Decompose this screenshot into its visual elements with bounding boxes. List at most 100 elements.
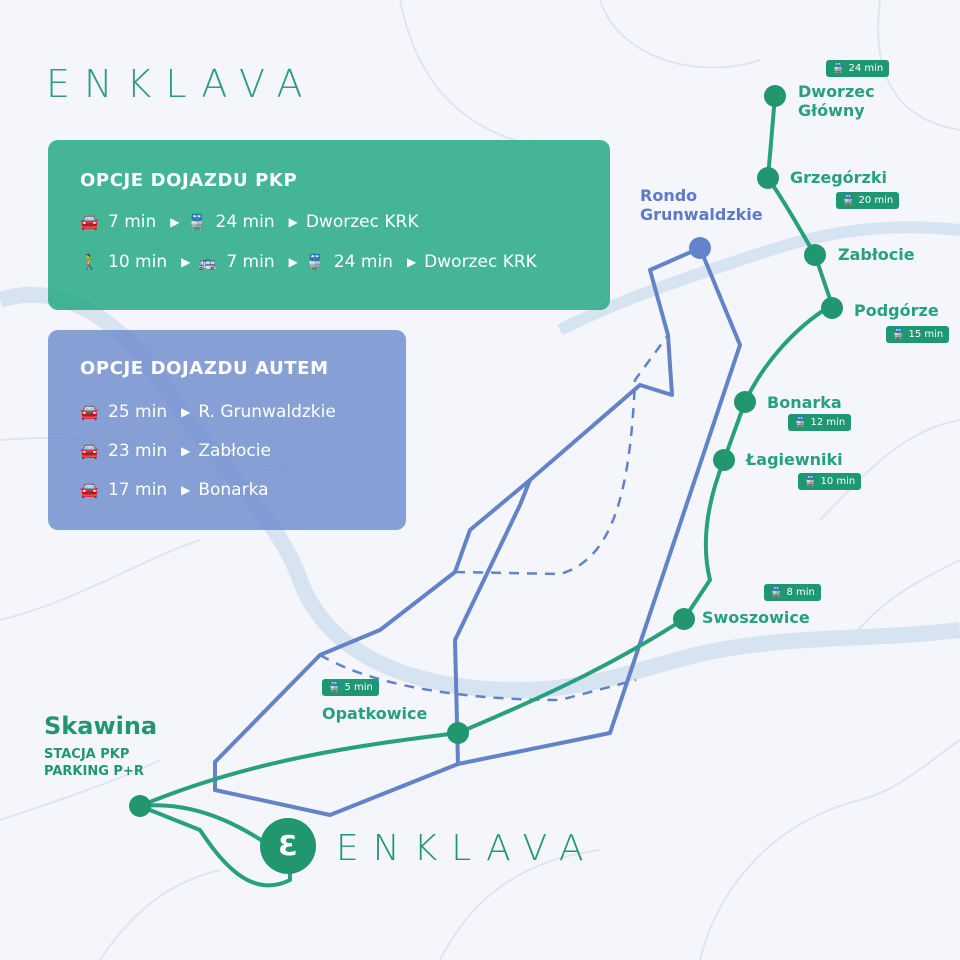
pkp-option-row-1: 🚘 7 min ▶ 🚆 24 min ▶ Dworzec KRK: [80, 212, 418, 232]
car-row1-time: 25 min: [108, 402, 168, 422]
car-panel-title: OPCJE DOJAZDU AUTEM: [80, 358, 329, 379]
station-dot-bonarka[interactable]: [734, 391, 756, 413]
station-label-grzegorzki: Grzegórzki: [790, 168, 887, 187]
rondo-dot[interactable]: [689, 237, 711, 259]
train-icon: 🚆: [892, 329, 905, 340]
car-icon: 🚘: [80, 481, 99, 499]
badge-opatkowice-text: 5 min: [344, 682, 373, 693]
station-label-dworzec: Dworzec Główny: [798, 82, 875, 120]
skawina-label: Skawina STACJA PKP PARKING P+R: [44, 712, 157, 780]
skawina-name: Skawina: [44, 712, 158, 740]
car-option-row-3: 🚘 17 min ▶ Bonarka: [80, 480, 269, 500]
play-arrow-icon: ▶: [181, 483, 191, 497]
rondo-label: Rondo Grunwaldzkie: [640, 186, 763, 224]
station-dot-podgorze[interactable]: [821, 297, 843, 319]
bus-icon: 🚌: [198, 253, 218, 271]
station-dot-opatkowice[interactable]: [447, 722, 469, 744]
car-icon: 🚘: [80, 442, 99, 460]
car-options-panel: OPCJE DOJAZDU AUTEM 🚘 25 min ▶ R. Grunwa…: [48, 330, 406, 530]
pkp-row2-bus-time: 7 min: [226, 252, 275, 272]
train-icon: 🚆: [804, 476, 817, 487]
train-icon: 🚆: [305, 253, 325, 271]
train-icon: 🚆: [187, 213, 207, 231]
play-arrow-icon: ▶: [181, 405, 191, 419]
car-route-loop: [213, 246, 742, 817]
walk-icon: 🚶: [80, 253, 99, 271]
river-north: [557, 221, 960, 336]
house-logo-icon: Ɛ: [260, 818, 316, 874]
badge-lagiewniki: 🚆10 min: [798, 473, 862, 490]
badge-bonarka-text: 12 min: [810, 417, 846, 428]
station-dot-swoszowice[interactable]: [673, 608, 695, 630]
station-label-opatkowice: Opatkowice: [322, 704, 428, 723]
brand-logo: ENKLAVA: [46, 62, 317, 106]
station-dot-skawina[interactable]: [129, 795, 151, 817]
pkp-row1-dest: Dworzec KRK: [305, 212, 419, 232]
skawina-line1: STACJA PKP: [44, 747, 130, 762]
rondo-line2: Grunwaldzkie: [640, 205, 763, 224]
car-row1-dest: R. Grunwaldzkie: [198, 402, 336, 422]
badge-grzegorzki: 🚆20 min: [836, 192, 900, 209]
pkp-row2-dest: Dworzec KRK: [424, 252, 537, 272]
station-dworzec-line2: Główny: [798, 101, 865, 120]
station-dot-dworzec[interactable]: [764, 85, 786, 107]
train-icon: 🚆: [328, 682, 341, 693]
badge-grzegorzki-text: 20 min: [858, 195, 894, 206]
pkp-row2-walk-time: 10 min: [108, 252, 168, 272]
play-arrow-icon: ▶: [181, 444, 191, 458]
pkp-row1-train-time: 24 min: [215, 212, 275, 232]
car-option-row-2: 🚘 23 min ▶ Zabłocie: [80, 441, 271, 461]
station-dworzec-line1: Dworzec: [798, 82, 875, 101]
badge-podgorze: 🚆15 min: [886, 326, 950, 343]
station-dot-lagiewniki[interactable]: [713, 449, 735, 471]
car-row3-dest: Bonarka: [198, 480, 269, 500]
car-row3-time: 17 min: [108, 480, 168, 500]
car-option-row-1: 🚘 25 min ▶ R. Grunwaldzkie: [80, 402, 336, 422]
skawina-line2: PARKING P+R: [44, 764, 144, 779]
badge-dworzec: 🚆24 min: [826, 60, 890, 77]
skawina-details: STACJA PKP PARKING P+R: [44, 746, 157, 780]
train-icon: 🚆: [770, 587, 783, 598]
play-arrow-icon: ▶: [170, 215, 180, 229]
badge-dworzec-text: 24 min: [848, 63, 884, 74]
car-routes-planned: [319, 334, 670, 702]
station-label-podgorze: Podgórze: [854, 301, 939, 320]
planned-route-2: [319, 653, 637, 702]
station-label-zablocie: Zabłocie: [838, 245, 915, 264]
badge-lagiewniki-text: 10 min: [820, 476, 856, 487]
play-arrow-icon: ▶: [181, 255, 191, 269]
station-label-lagiewniki: Łagiewniki: [746, 450, 843, 469]
badge-podgorze-text: 15 min: [908, 329, 944, 340]
enklava-location-label: ENKLAVA: [336, 828, 598, 869]
badge-swoszowice-text: 8 min: [786, 587, 815, 598]
station-label-bonarka: Bonarka: [767, 393, 842, 412]
station-dots: [129, 85, 843, 817]
pkp-options-panel: OPCJE DOJAZDU PKP 🚘 7 min ▶ 🚆 24 min ▶ D…: [48, 140, 610, 310]
badge-bonarka: 🚆12 min: [788, 414, 852, 431]
train-icon: 🚆: [842, 195, 855, 206]
car-icon: 🚘: [80, 403, 99, 421]
pkp-row1-car-time: 7 min: [108, 212, 157, 232]
station-label-swoszowice: Swoszowice: [702, 608, 810, 627]
rondo-line1: Rondo: [640, 186, 698, 205]
pkp-row2-train-time: 24 min: [333, 252, 393, 272]
car-route-middle: [453, 478, 532, 766]
play-arrow-icon: ▶: [288, 215, 298, 229]
play-arrow-icon: ▶: [288, 255, 298, 269]
pkp-panel-title: OPCJE DOJAZDU PKP: [80, 170, 298, 191]
train-icon: 🚆: [832, 63, 845, 74]
car-row2-time: 23 min: [108, 441, 168, 461]
badge-opatkowice: 🚆5 min: [322, 679, 379, 696]
station-dot-grzegorzki[interactable]: [757, 167, 779, 189]
play-arrow-icon: ▶: [406, 255, 417, 269]
badge-swoszowice: 🚆8 min: [764, 584, 821, 601]
train-icon: 🚆: [794, 417, 807, 428]
station-dot-zablocie[interactable]: [804, 244, 826, 266]
car-icon: 🚘: [80, 213, 99, 231]
car-routes: [213, 246, 742, 817]
planned-route-1: [454, 334, 670, 576]
car-row2-dest: Zabłocie: [198, 441, 271, 461]
pkp-option-row-2: 🚶 10 min ▶ 🚌 7 min ▶ 🚆 24 min ▶ Dworzec …: [80, 252, 537, 272]
